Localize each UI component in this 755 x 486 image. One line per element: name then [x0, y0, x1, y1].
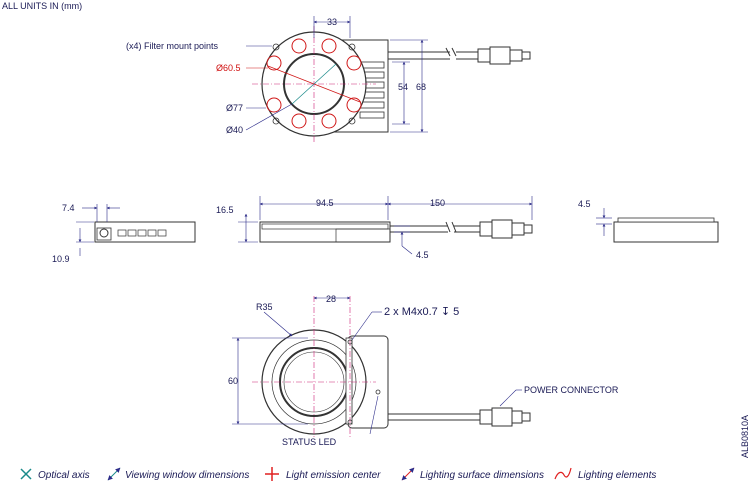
dim-45-right: 4.5: [578, 199, 591, 209]
top-connector-icon: [477, 46, 531, 65]
legend: Optical axis Viewing window dimensions L…: [20, 467, 656, 481]
dim-54: 54: [398, 82, 408, 92]
dim-165: 16.5: [216, 205, 234, 215]
power-connector-label: POWER CONNECTOR: [524, 385, 619, 395]
legend-optical-axis: Optical axis: [20, 468, 90, 481]
bottom-view: R35 28 60 2 x M4x0.7 ↧ 5 POWER CONNECTOR…: [228, 294, 619, 447]
legend-lighting-elements: Lighting elements: [554, 467, 656, 481]
side-view-center: 94.5 150 16.5 4.5: [216, 196, 533, 260]
lighting-elements-icon: [554, 467, 572, 480]
doc-code: ALB0810A: [740, 415, 750, 458]
bottom-connector-icon: [479, 407, 531, 427]
svg-text:Optical axis: Optical axis: [38, 470, 90, 481]
viewing-window-icon: [107, 467, 121, 481]
svg-text:Viewing window dimensions: Viewing window dimensions: [125, 470, 249, 481]
svg-text:Lighting elements: Lighting elements: [578, 470, 656, 481]
bottom-cable: [388, 413, 480, 421]
side-view-right: 4.5: [578, 199, 719, 243]
legend-emission-center: Light emission center: [265, 467, 381, 481]
optical-axis-icon: [20, 468, 32, 480]
dim-605: Ø60.5: [216, 63, 241, 73]
dim-r35: R35: [256, 302, 273, 312]
emission-center-icon: [265, 467, 279, 481]
status-led-dot: [375, 389, 381, 395]
lighting-surface-icon: [401, 467, 415, 481]
svg-text:Light emission center: Light emission center: [286, 470, 381, 481]
diameter-40-line: [291, 63, 337, 105]
dim-33: 33: [327, 17, 337, 27]
status-led-label: STATUS LED: [282, 437, 337, 447]
legend-lighting-surface: Lighting surface dimensions: [401, 467, 544, 481]
dim-68: 68: [416, 82, 426, 92]
legend-viewing-window: Viewing window dimensions: [107, 467, 249, 481]
top-cable: [388, 51, 450, 60]
thread-callout: 2 x M4x0.7 ↧ 5: [384, 306, 459, 318]
dim-60: 60: [228, 376, 238, 386]
side-connector-icon: [479, 219, 533, 239]
dim-40: Ø40: [226, 125, 243, 135]
dim-28: 28: [326, 294, 336, 304]
callout-filter-mounts: (x4) Filter mount points: [126, 41, 219, 51]
dim-74: 7.4: [62, 203, 75, 213]
lighting-elements: [266, 38, 362, 129]
dim-150: 150: [430, 198, 445, 208]
dim-945: 94.5: [316, 198, 334, 208]
dim-45-center: 4.5: [416, 250, 429, 260]
filter-mount-points: [272, 43, 356, 125]
dim-109: 10.9: [52, 254, 70, 264]
top-view: 33 54 68 (x4) Filter mount points Ø60.5 …: [126, 16, 531, 142]
dim-77: Ø77: [226, 103, 243, 113]
units-note: ALL UNITS IN (mm): [2, 1, 82, 11]
side-view-left: 7.4 10.9: [52, 203, 196, 264]
svg-text:Lighting surface dimensions: Lighting surface dimensions: [420, 470, 544, 481]
